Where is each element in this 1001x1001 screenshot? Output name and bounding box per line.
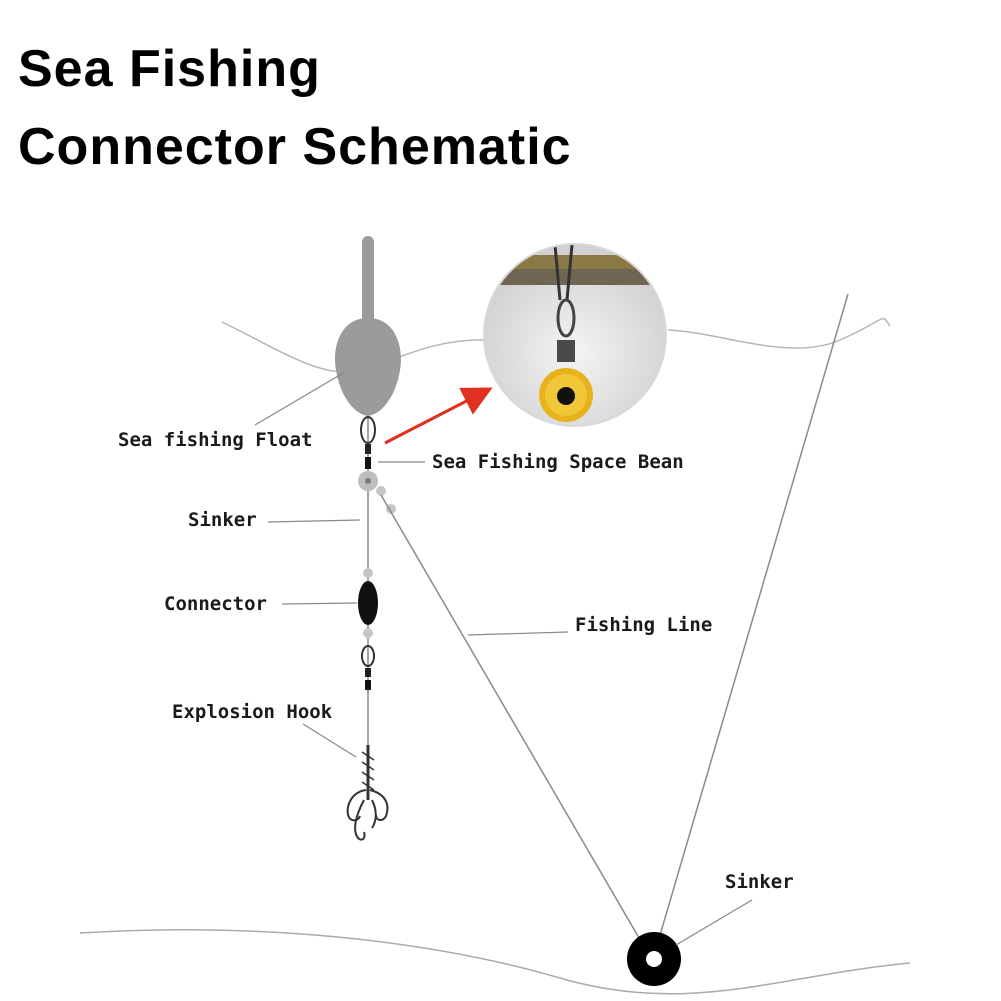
fishing-line: [657, 293, 849, 943]
bead: [363, 568, 373, 578]
bead: [363, 628, 373, 638]
space-bean-icon: [358, 471, 378, 491]
closeup-arrow: [384, 387, 493, 445]
bottom-sinker-icon: [627, 932, 681, 986]
label-float: Sea fishing Float: [118, 429, 312, 451]
label-fishing-line: Fishing Line: [575, 614, 712, 636]
connector-sinker-icon: [358, 581, 378, 625]
label-explosion-hook: Explosion Hook: [172, 701, 333, 723]
line-bead: [376, 486, 386, 496]
label-sinker-bottom: Sinker: [725, 871, 794, 893]
title-line-1: Sea Fishing: [18, 40, 321, 98]
label-connector: Connector: [164, 593, 267, 615]
page-title: Sea Fishing Connector Schematic: [18, 30, 572, 186]
seabed-line: [79, 929, 911, 995]
float-icon: [335, 236, 401, 416]
explosion-hook-icon: [346, 745, 389, 841]
lower-swivel-icon: [361, 645, 375, 690]
leader-lines: [254, 371, 753, 946]
fishing-line: [380, 494, 643, 944]
snap-swivel-icon: [360, 416, 376, 469]
space-bean-closeup: [483, 243, 667, 427]
label-sinker-top: Sinker: [188, 509, 257, 531]
label-space-bean: Sea Fishing Space Bean: [432, 451, 684, 473]
title-line-2: Connector Schematic: [18, 118, 572, 176]
